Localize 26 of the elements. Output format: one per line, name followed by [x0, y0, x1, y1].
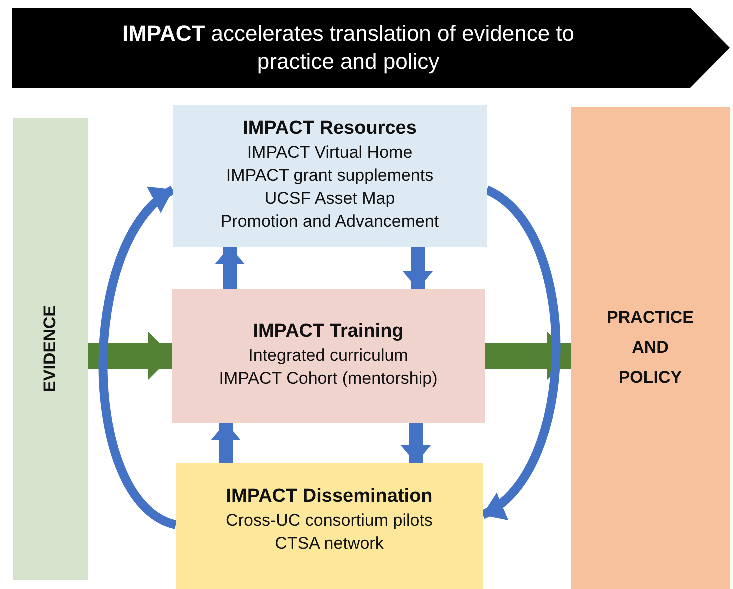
block-arrow [215, 246, 245, 289]
band-label: EVIDENCE [40, 306, 60, 392]
block-arrow [401, 423, 431, 464]
practice-policy-band [571, 107, 730, 589]
box-item: IMPACT grant supplements [226, 164, 434, 186]
dissemination-box [176, 463, 483, 589]
box-heading: IMPACT Dissemination [226, 484, 433, 508]
evidence-band [13, 118, 88, 580]
box-item: Cross-UC consortium pilots [226, 510, 433, 532]
box-heading: IMPACT Training [253, 320, 404, 344]
box-item: IMPACT Cohort (mentorship) [219, 368, 438, 390]
block-arrow [485, 332, 572, 380]
block-arrow [403, 247, 433, 290]
curved-arrow [98, 186, 178, 530]
resources-box [173, 105, 487, 247]
box-item: CTSA network [275, 532, 384, 554]
band-label: PRACTICE AND POLICY [606, 307, 695, 389]
box-heading: IMPACT Resources [243, 116, 417, 140]
box-item: IMPACT Virtual Home [247, 142, 413, 164]
box-item: Promotion and Advancement [220, 210, 440, 232]
banner-title: IMPACT accelerates translation of evidence to practice and policy [121, 20, 576, 76]
block-arrow [88, 332, 172, 380]
box-item: Integrated curriculum [248, 344, 408, 366]
training-box [172, 289, 485, 423]
block-arrow [211, 422, 241, 463]
box-item: UCSF Asset Map [264, 188, 396, 210]
